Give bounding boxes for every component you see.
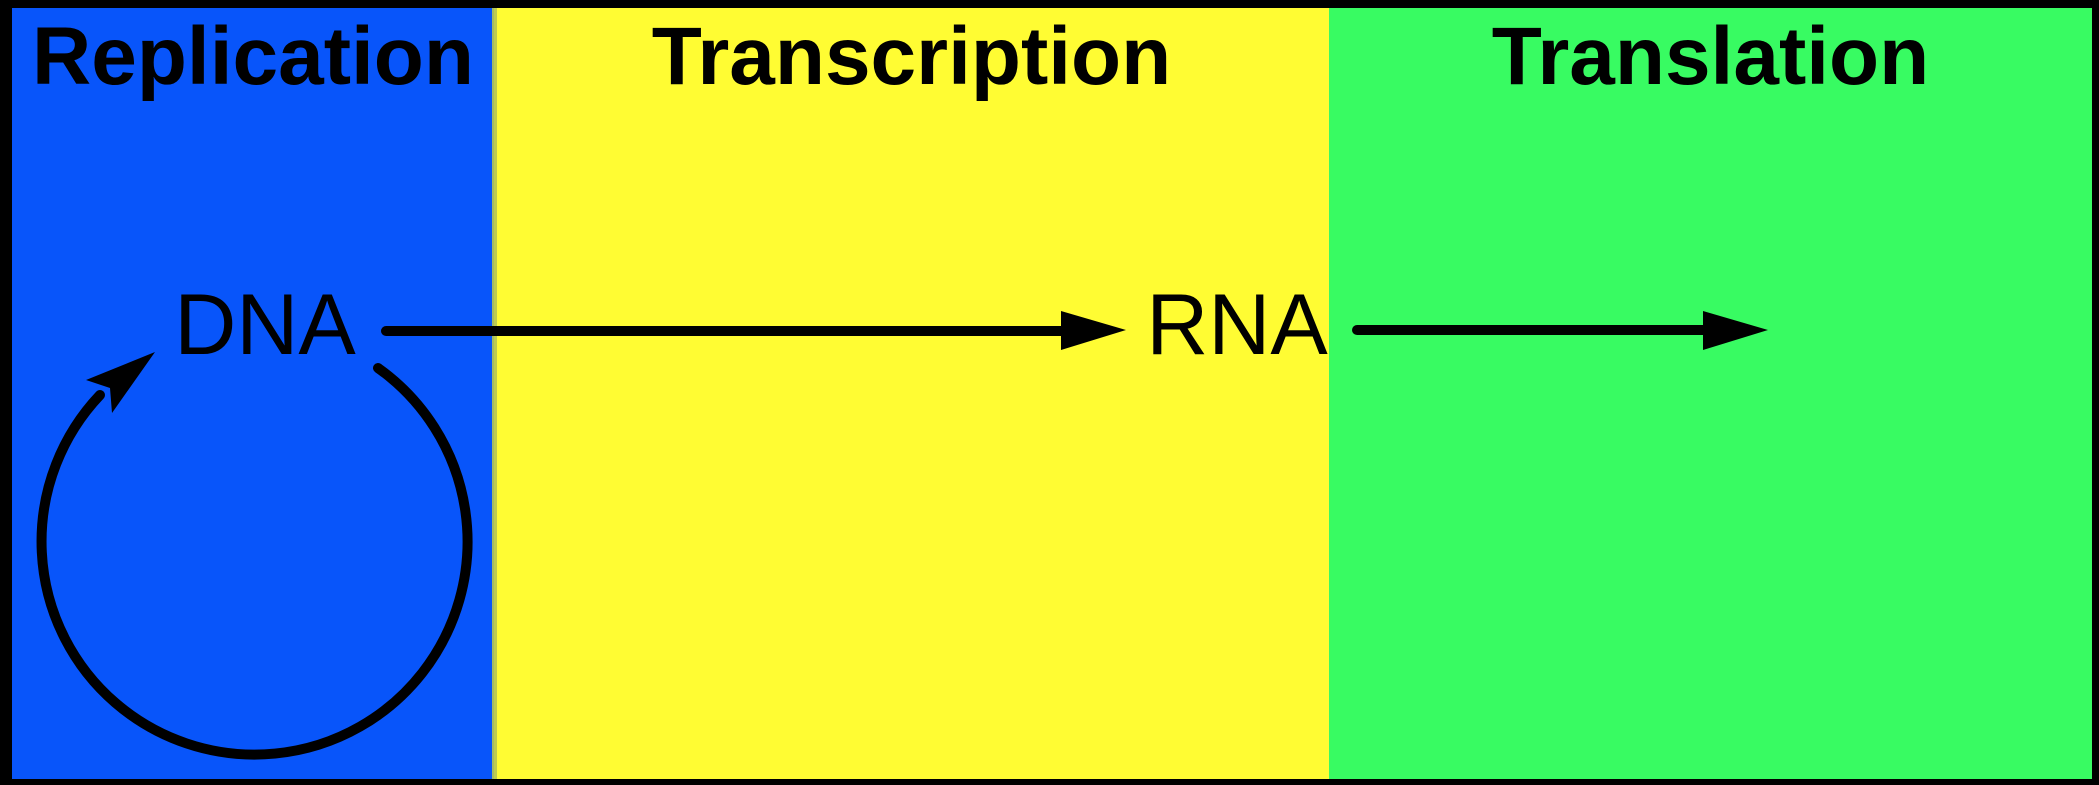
panel-title-transcription: Transcription: [651, 11, 1172, 102]
panel-translation: Translation: [1329, 8, 2092, 779]
panel-title-translation: Translation: [1491, 11, 1930, 102]
dna-label: DNA: [174, 277, 356, 373]
blue-yellow-edge: [492, 8, 497, 779]
panel-title-replication: Replication: [32, 11, 474, 102]
panel-replication: Replication: [12, 8, 494, 779]
rna-label: RNA: [1146, 277, 1328, 373]
panel-transcription: Transcription: [494, 8, 1329, 779]
